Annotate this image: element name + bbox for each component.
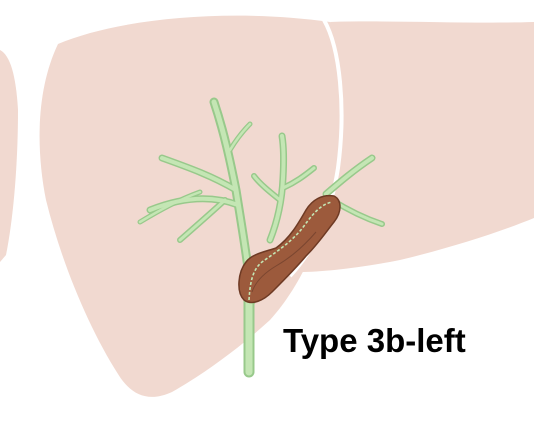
liver-left-edge (0, 50, 18, 262)
figure-label: Type 3b-left (283, 321, 466, 361)
